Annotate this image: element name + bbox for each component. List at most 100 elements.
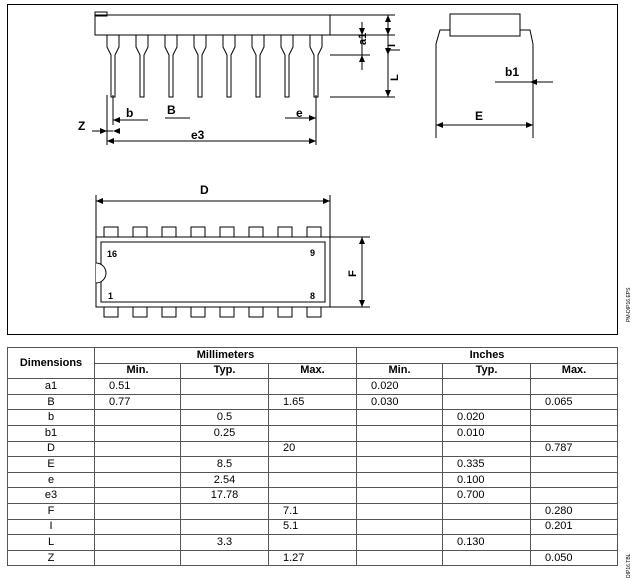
cell-dim: a1 — [7, 378, 95, 395]
label-I: I — [386, 44, 398, 47]
cell-mm-max — [267, 409, 358, 426]
cell-in-typ: 0.335 — [442, 456, 532, 473]
cell-mm-max — [267, 471, 358, 489]
cell-mm-typ: 2.54 — [180, 471, 269, 489]
top-pad — [306, 226, 322, 238]
label-L: L — [389, 74, 401, 81]
cell-mm-min — [94, 518, 181, 536]
cell-in-min — [356, 440, 444, 458]
cell-mm-max: 20 — [267, 440, 358, 458]
cell-in-typ: 0.700 — [442, 487, 532, 504]
cell-in-max: 0.065 — [530, 393, 619, 411]
cell-dim: e3 — [7, 487, 95, 504]
cell-mm-max — [267, 378, 358, 395]
label-B: B — [167, 103, 176, 117]
front-lead — [280, 35, 294, 98]
cell-in-typ — [442, 549, 532, 567]
cell-in-typ — [442, 502, 532, 520]
cell-in-typ: 0.010 — [442, 424, 532, 442]
label-a1: a1 — [357, 33, 369, 45]
cell-dim: D — [7, 440, 95, 458]
cell-in-min — [356, 534, 444, 551]
side-view-right-lead — [520, 29, 534, 100]
table-row: I 5.1 0.201 — [7, 518, 619, 536]
cell-mm-max: 5.1 — [267, 518, 358, 536]
front-view-leads — [106, 35, 323, 98]
top-pad — [277, 226, 293, 238]
header-in-min: Min. — [356, 362, 444, 380]
cell-mm-max: 1.27 — [267, 549, 358, 567]
top-view-inner-outline — [100, 241, 326, 303]
cell-in-typ: 0.100 — [442, 471, 532, 489]
cell-in-max — [530, 378, 619, 395]
label-D: D — [200, 183, 209, 197]
bottom-pad — [190, 306, 206, 318]
cell-mm-max — [267, 456, 358, 473]
cell-mm-typ — [180, 440, 269, 458]
cell-mm-typ — [180, 393, 269, 411]
dimensions-table: Dimensions Millimeters Inches Min. Typ. … — [7, 346, 619, 567]
bottom-pad — [219, 306, 235, 318]
cell-dim: b — [7, 409, 95, 426]
header-in-max: Max. — [530, 362, 619, 380]
cell-in-typ: 0.130 — [442, 534, 532, 551]
bottom-pad — [161, 306, 177, 318]
cell-in-max — [530, 424, 619, 442]
cell-in-max — [530, 471, 619, 489]
pin-label-16: 16 — [107, 249, 117, 259]
cell-in-min — [356, 518, 444, 536]
label-E: E — [475, 109, 483, 123]
header-mm-min: Min. — [94, 362, 181, 380]
cell-mm-min — [94, 440, 181, 458]
cell-dim: E — [7, 456, 95, 473]
cell-mm-typ — [180, 549, 269, 567]
front-lead — [251, 35, 265, 98]
cell-in-max — [530, 456, 619, 473]
cell-mm-min — [94, 471, 181, 489]
cell-mm-typ — [180, 502, 269, 520]
cell-in-max: 0.201 — [530, 518, 619, 536]
cell-mm-min — [94, 534, 181, 551]
cell-mm-min — [94, 549, 181, 567]
top-pad — [248, 226, 264, 238]
table-row: E 8.5 0.335 — [7, 456, 619, 473]
cell-in-max — [530, 409, 619, 426]
cell-in-min: 0.030 — [356, 393, 444, 411]
top-view-body — [95, 236, 331, 308]
pin1-notch — [95, 262, 107, 284]
cell-mm-min — [94, 424, 181, 442]
cell-mm-typ: 0.25 — [180, 424, 269, 442]
front-view-notch — [94, 11, 108, 17]
cell-in-min — [356, 471, 444, 489]
cell-in-typ: 0.020 — [442, 409, 532, 426]
side-view-body — [449, 13, 521, 37]
cell-in-min: 0.020 — [356, 378, 444, 395]
pin-label-9: 9 — [310, 248, 315, 258]
front-view-body — [94, 14, 331, 36]
cell-mm-typ: 3.3 — [180, 534, 269, 551]
front-lead — [164, 35, 178, 98]
header-mm-typ: Typ. — [180, 362, 269, 380]
cell-dim: I — [7, 518, 95, 536]
cell-in-max — [530, 534, 619, 551]
front-lead — [222, 35, 236, 98]
cell-mm-min: 0.77 — [94, 393, 181, 411]
cell-in-min — [356, 502, 444, 520]
cell-in-min — [356, 487, 444, 504]
label-Z: Z — [78, 119, 85, 133]
cell-mm-typ — [180, 518, 269, 536]
header-dimensions: Dimensions — [7, 346, 95, 380]
cell-mm-typ: 8.5 — [180, 456, 269, 473]
cell-in-max: 0.280 — [530, 502, 619, 520]
label-b: b — [126, 106, 133, 120]
cell-mm-max: 7.1 — [267, 502, 358, 520]
cell-in-min — [356, 549, 444, 567]
